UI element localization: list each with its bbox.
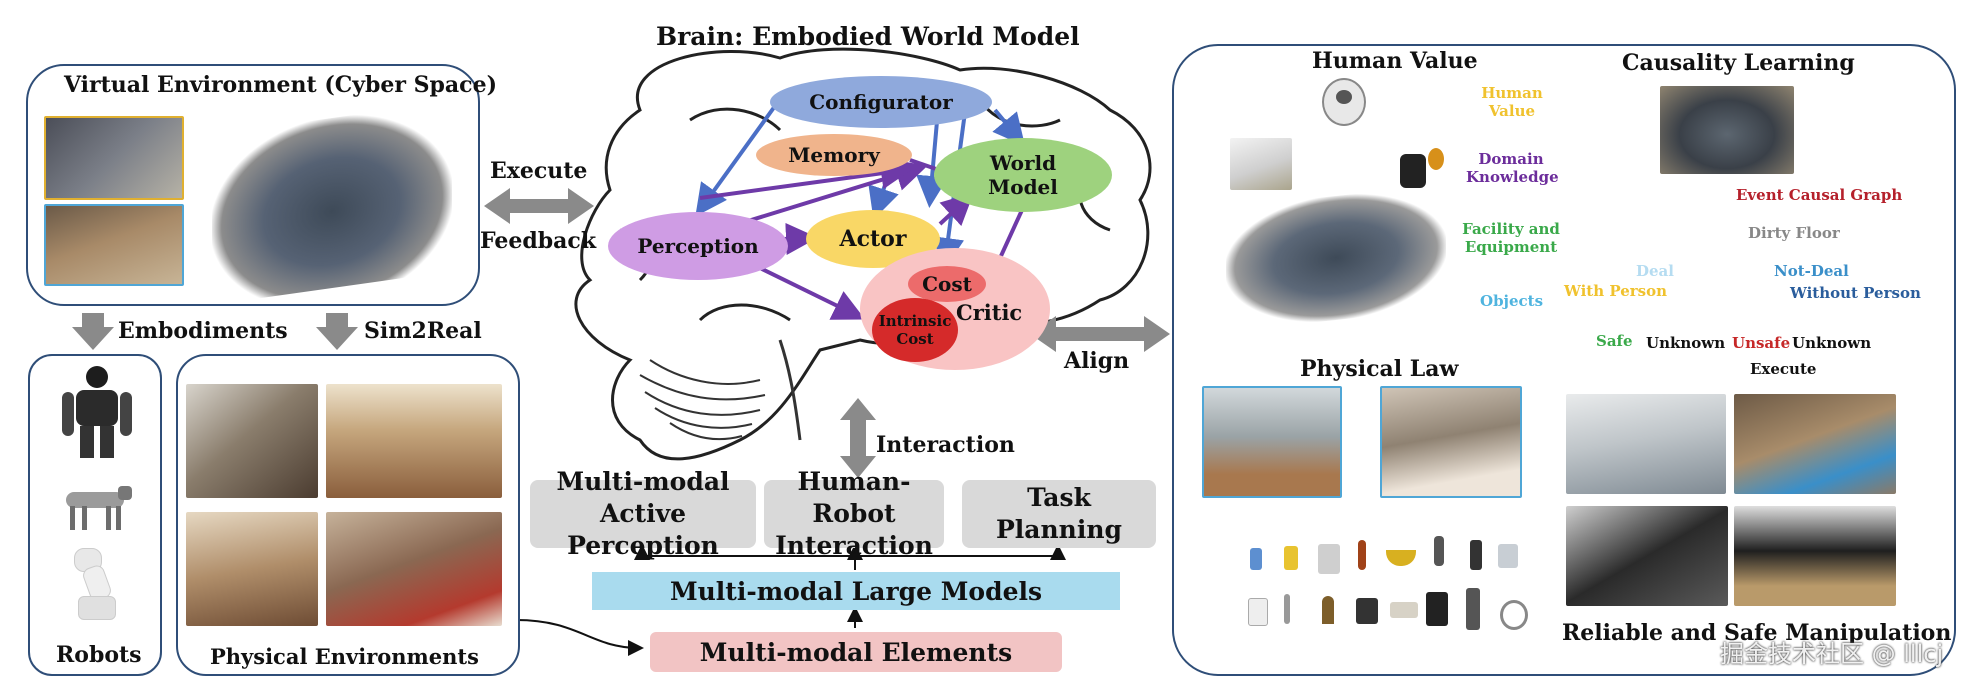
align-label: Align xyxy=(1064,348,1130,374)
virtual-office-image xyxy=(44,204,184,286)
memory-node: Memory xyxy=(756,134,912,176)
humanoid-robot-image xyxy=(58,366,138,458)
perception-node: Perception xyxy=(608,212,788,280)
object-wheelchair-icon xyxy=(1500,600,1528,630)
interaction-arrow xyxy=(840,398,876,478)
facility-lamp-image xyxy=(1230,138,1292,190)
physical-environments-title: Physical Environments xyxy=(210,644,479,669)
without-person-label: Without Person xyxy=(1790,284,1921,302)
physical-law-title: Physical Law xyxy=(1300,356,1459,382)
legend-facility: Facility and Equipment xyxy=(1462,220,1560,256)
virtual-floorplan-3d xyxy=(212,101,452,305)
execute-label: Execute xyxy=(490,158,588,184)
robots-title: Robots xyxy=(56,642,142,668)
with-person-label: With Person xyxy=(1564,282,1668,300)
feedback-label: Feedback xyxy=(480,228,597,254)
object-rack-icon xyxy=(1318,544,1340,574)
large-models-bar: Multi-modal Large Models xyxy=(592,572,1120,610)
brain-title: Brain: Embodied World Model xyxy=(656,22,1080,51)
manipulation-photo-cooking xyxy=(1734,506,1896,606)
arm-robot-image xyxy=(64,548,124,620)
robot-hand-image xyxy=(1392,140,1448,192)
env-photo-store xyxy=(326,384,502,498)
dirty-floor-label: Dirty Floor xyxy=(1748,224,1840,242)
human-value-title: Human Value xyxy=(1312,48,1478,74)
world-model-node: World Model xyxy=(934,138,1112,212)
unsafe-label: Unsafe xyxy=(1732,334,1791,352)
env-photo-hotel-room xyxy=(326,512,502,626)
object-bottle-icon xyxy=(1250,548,1262,570)
perception-to-memory xyxy=(699,157,913,200)
cfg-to-world xyxy=(992,108,1026,147)
execute-feedback-arrow xyxy=(484,188,594,224)
object-spoon-icon xyxy=(1284,594,1290,624)
configurator-node: Configurator xyxy=(770,76,992,128)
virtual-lobby-image xyxy=(44,116,184,200)
critic-label: Critic xyxy=(956,300,1023,325)
causality-title: Causality Learning xyxy=(1622,50,1855,76)
object-glass-icon xyxy=(1322,596,1334,624)
capability-human-robot-interaction: Human-Robot Interaction xyxy=(764,467,944,560)
capability-active-perception: Multi-modal Active Perception xyxy=(530,467,756,560)
object-device-icon xyxy=(1470,540,1482,570)
object-appliance-icon xyxy=(1498,544,1518,568)
elements-bar: Multi-modal Elements xyxy=(650,632,1062,672)
physical-law-room-image xyxy=(1380,386,1522,498)
object-bottle2-icon xyxy=(1358,540,1366,570)
manipulation-title: Reliable and Safe Manipulation xyxy=(1562,620,1952,646)
unknown-label-1: Unknown xyxy=(1646,334,1726,352)
legend-human-value: Human Value xyxy=(1481,84,1543,120)
env-photo-elderly-care xyxy=(186,384,318,498)
human-head-icon xyxy=(1322,78,1366,126)
legend-domain-knowledge: Domain Knowledge xyxy=(1466,150,1559,186)
object-cabinet-icon xyxy=(1426,592,1448,626)
cfg-to-perception xyxy=(695,104,777,217)
execute-small-label: Execute xyxy=(1750,360,1817,378)
dirty-floor-image xyxy=(1660,86,1794,174)
perception-to-critic xyxy=(759,266,866,320)
interaction-label: Interaction xyxy=(876,432,1015,458)
sim2real-arrow xyxy=(316,313,358,350)
object-cup-icon xyxy=(1248,598,1268,626)
embodiments-arrow xyxy=(72,313,114,350)
watermark: 掘金技术社区 @ lllcj xyxy=(1720,640,1944,668)
manipulation-photo-kitchen xyxy=(1566,394,1726,494)
event-causal-graph-label: Event Causal Graph xyxy=(1736,186,1903,204)
manipulation-photo-folding xyxy=(1566,506,1728,606)
embodiments-label: Embodiments xyxy=(118,318,288,344)
object-box-icon xyxy=(1284,546,1298,570)
object-coffee-machine-icon xyxy=(1356,598,1378,624)
object-bowl-icon xyxy=(1386,550,1416,566)
quadruped-robot-image xyxy=(60,482,136,532)
env-photo-dining xyxy=(186,512,318,626)
safe-label: Safe xyxy=(1596,332,1633,350)
cerebellum xyxy=(639,339,802,441)
cfg-to-actor xyxy=(916,109,949,208)
deal-label: Deal xyxy=(1636,262,1674,280)
intrinsic-cost-node: Intrinsic Cost xyxy=(872,298,958,362)
unknown-label-2: Unknown xyxy=(1792,334,1872,352)
object-brush-icon xyxy=(1434,536,1444,566)
manipulation-photo-elderly xyxy=(1734,394,1896,494)
align-arrow xyxy=(1030,316,1170,352)
virtual-environment-title: Virtual Environment (Cyber Space) xyxy=(64,72,497,98)
object-door-icon xyxy=(1466,588,1480,630)
cost-node: Cost xyxy=(908,266,986,302)
physical-law-store-image xyxy=(1202,386,1342,498)
not-deal-label: Not-Deal xyxy=(1774,262,1849,280)
capability-task-planning: Task Planning xyxy=(962,480,1156,548)
legend-objects: Objects xyxy=(1480,292,1544,310)
sim2real-label: Sim2Real xyxy=(364,318,482,344)
object-food-box-icon xyxy=(1390,602,1418,618)
human-value-floorplan xyxy=(1226,184,1446,332)
